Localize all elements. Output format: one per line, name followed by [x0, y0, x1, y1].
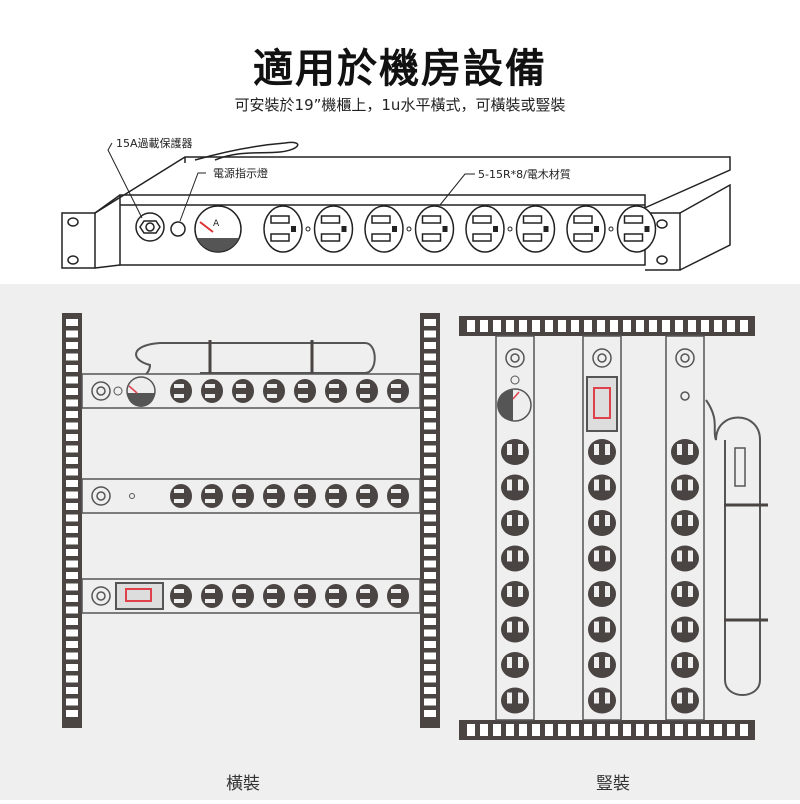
outlet-icon: [356, 584, 378, 608]
outlet-icon: [325, 379, 347, 403]
outlet-icon: [313, 205, 354, 253]
outlet-icon: [387, 379, 409, 403]
outlet-icon: [501, 581, 529, 607]
pdu-vertical-meter: [495, 335, 535, 721]
outlet-icon: [588, 616, 616, 643]
outlet-icon: [671, 581, 699, 607]
outlet-icon: [325, 484, 347, 508]
outlet-icon: [325, 584, 347, 608]
rack-rail: [62, 313, 82, 728]
outlet-icon: [232, 584, 254, 608]
outlet-icon: [501, 439, 529, 465]
outlet-icon: [232, 379, 254, 403]
outlet-icon: [501, 510, 529, 536]
caption-vertical: 豎裝: [596, 774, 630, 794]
page-subtitle: 可安裝於19”機櫃上，1u水平橫式，可橫裝或豎裝: [234, 96, 566, 114]
outlet-icon: [588, 474, 616, 501]
rack-rail: [459, 316, 755, 336]
outlet-icon: [588, 439, 616, 465]
outlet-icon: [671, 652, 699, 678]
outlet-icon: [170, 379, 192, 403]
outlet-icon: [356, 379, 378, 403]
outlet-icon: [263, 484, 285, 508]
outlet-icon: [387, 584, 409, 608]
pdu-vertical-display: [582, 335, 622, 721]
outlet-icon: [201, 484, 223, 508]
outlet-icon: [501, 652, 529, 678]
outlet-icon: [263, 205, 311, 253]
outlet-icon: [566, 205, 614, 253]
outlet-icon: [263, 584, 285, 608]
outlet-icon: [387, 484, 409, 508]
outlet-icon: [671, 687, 699, 714]
outlet-icon: [588, 687, 616, 714]
svg-text:A: A: [213, 219, 220, 229]
outlet-icon: [356, 484, 378, 508]
outlet-icon: [588, 510, 616, 536]
callout-power-light: 電源指示燈: [213, 166, 268, 180]
pdu-vertical-plain: [665, 335, 705, 721]
outlet-icon: [294, 484, 316, 508]
outlet-icon: [364, 205, 412, 253]
callout-breaker: 15A過載保護器: [116, 136, 193, 150]
outlet-icon: [201, 584, 223, 608]
outlet-icon: [465, 205, 513, 253]
outlet-row: [263, 205, 657, 253]
outlet-icon: [170, 584, 192, 608]
outlet-icon: [263, 379, 285, 403]
mounting-section: 橫裝 豎裝: [0, 284, 800, 800]
rack-rail: [420, 313, 440, 728]
outlet-icon: [294, 584, 316, 608]
outlet-icon: [414, 205, 455, 253]
outlet-icon: [616, 205, 657, 253]
outlet-icon: [294, 379, 316, 403]
pdu-horizontal-meter: [81, 373, 421, 409]
callout-outlets: 5-15R*8/電木材質: [478, 167, 571, 181]
caption-horizontal: 橫裝: [226, 774, 260, 794]
pdu-illustration: A 15A過載保護器 電源指示燈 5-15R*8/電木材質: [61, 136, 731, 271]
outlet-icon: [501, 474, 529, 501]
outlet-icon: [671, 439, 699, 465]
outlet-icon: [501, 687, 529, 714]
outlet-icon: [501, 545, 529, 572]
outlet-icon: [671, 510, 699, 536]
outlet-icon: [170, 484, 192, 508]
outlet-icon: [232, 484, 254, 508]
horizontal-mounting: [62, 313, 440, 728]
mounting-illustrations: [62, 313, 768, 740]
outlet-icon: [671, 474, 699, 501]
outlet-icon: [501, 616, 529, 643]
outlet-icon: [671, 545, 699, 572]
pdu-horizontal-plain: [81, 478, 421, 514]
outlet-icon: [588, 545, 616, 572]
page-title: 適用於機房設備: [253, 46, 547, 92]
outlet-icon: [671, 616, 699, 643]
outlet-icon: [515, 205, 556, 253]
outlet-icon: [588, 581, 616, 607]
vertical-mounting: [459, 316, 768, 740]
outlet-icon: [588, 652, 616, 678]
pdu-horizontal-display: [81, 578, 421, 614]
rack-rail: [459, 720, 755, 740]
outlet-icon: [201, 379, 223, 403]
